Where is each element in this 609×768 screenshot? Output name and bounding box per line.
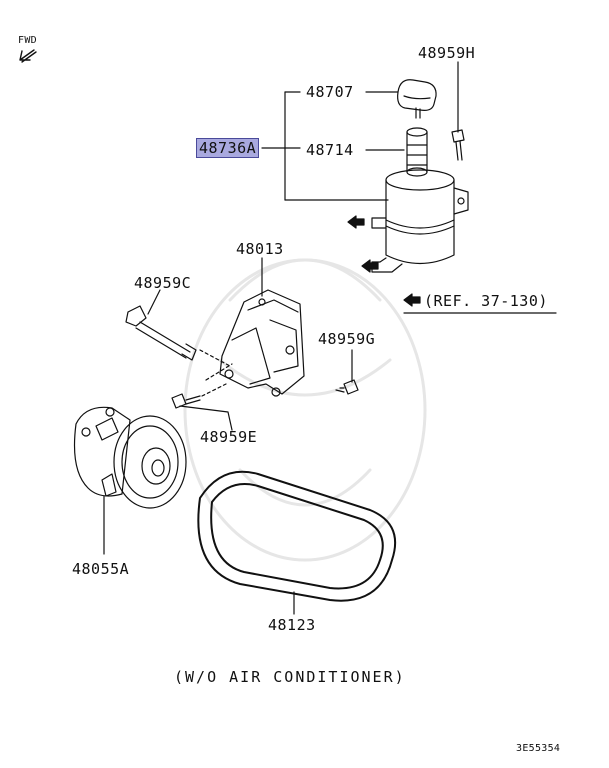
- diagram-code: 3E55354: [516, 743, 561, 754]
- part-label-48123[interactable]: 48123: [268, 616, 316, 634]
- return-arrow-icon: [347, 215, 365, 229]
- part-label-48959C[interactable]: 48959C: [134, 274, 192, 292]
- part-label-48714[interactable]: 48714: [306, 141, 354, 159]
- part-label-48959G[interactable]: 48959G: [318, 330, 376, 348]
- bolt-48959G: [335, 379, 359, 395]
- fwd-label: FWD: [18, 35, 37, 46]
- ref-arrow-icon: [403, 293, 421, 307]
- part-label-48707[interactable]: 48707: [306, 83, 354, 101]
- part-label-48959E[interactable]: 48959E: [200, 428, 258, 446]
- bolt-48959E: [171, 393, 201, 409]
- reservoir-cap: [397, 79, 437, 119]
- assembly-leader-bracket: [261, 91, 389, 201]
- reservoir-body: [371, 169, 469, 273]
- ref-note[interactable]: (REF. 37-130): [424, 292, 548, 310]
- power-steering-pump: [73, 406, 187, 509]
- part-label-48013[interactable]: 48013: [236, 240, 284, 258]
- drive-belt: [197, 470, 397, 602]
- note-without-ac: (W/O AIR CONDITIONER): [174, 668, 406, 686]
- part-label-48959H[interactable]: 48959H: [418, 44, 476, 62]
- bolt-48959C: [125, 305, 197, 361]
- feed-arrow-icon: [361, 259, 379, 273]
- part-label-48055A[interactable]: 48055A: [72, 560, 130, 578]
- fwd-arrow-icon: [19, 49, 37, 63]
- pump-bracket: [219, 289, 305, 397]
- part-label-48736A[interactable]: 48736A: [196, 138, 260, 158]
- reservoir-filter: [406, 127, 428, 177]
- bolt-48959H: [451, 129, 465, 161]
- watermark-emblem: [183, 258, 427, 562]
